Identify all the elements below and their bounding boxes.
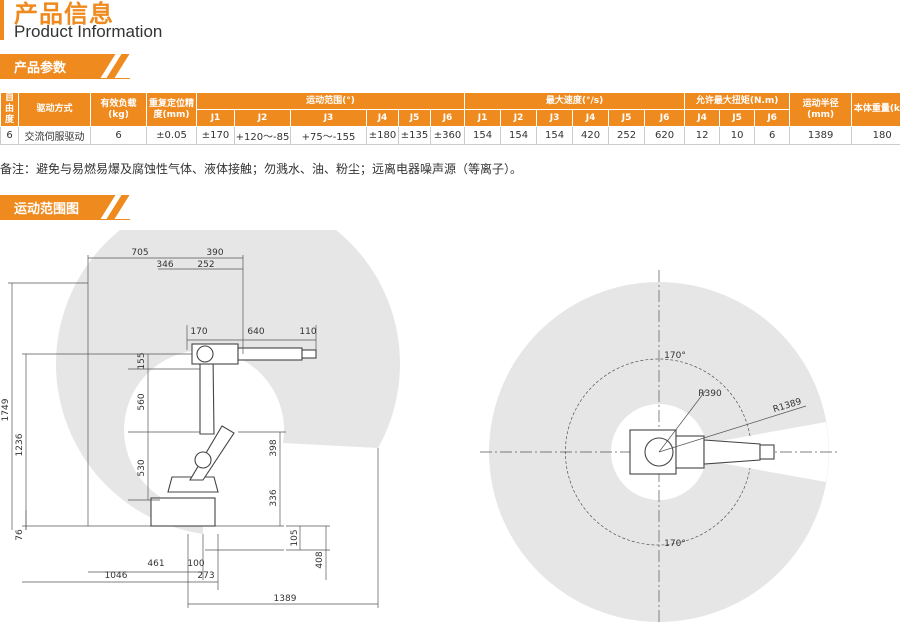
table-row: 6 交流伺服驱动 6 ±0.05 ±170 +120～-85 +75～-155 … (0, 126, 900, 145)
th-weight: 本体重量(kg) (851, 92, 900, 127)
workspace-drawings: 705 390 346 252 170 640 110 1749 1236 76… (1, 230, 840, 622)
dim-100: 100 (187, 559, 204, 569)
dim-346: 346 (156, 260, 173, 270)
cell-speed-j5: 252 (608, 126, 646, 145)
dim-1046: 1046 (105, 571, 128, 581)
page-subtitle: Product Information (14, 22, 163, 41)
side-view: 705 390 346 252 170 640 110 1749 1236 76… (1, 230, 401, 608)
th-max-speed: 最大速度(°/s) (464, 92, 686, 110)
cell-torque-j4: 12 (684, 126, 721, 145)
section-title-range: 运动范围图 (14, 202, 80, 217)
section-tab (0, 195, 110, 219)
dim-705: 705 (131, 248, 148, 258)
title-block: 产品信息 Product Information (0, 0, 430, 46)
section-header-range: 运动范围图 (0, 195, 135, 219)
title-accent-bar (0, 0, 4, 40)
th-speed-j4: J4 (572, 109, 610, 127)
dim-461: 461 (147, 559, 164, 569)
dim-76: 76 (15, 529, 25, 541)
th-drive: 驱动方式 (18, 92, 91, 127)
angle-bottom-label: 170° (664, 539, 686, 549)
th-range-j3: J3 (290, 109, 367, 127)
section-title-params: 产品参数 (14, 61, 67, 76)
cell-speed-j4: 420 (572, 126, 610, 145)
spec-table: 自由度 驱动方式 有效负载(kg) 重复定位精度(mm) 运动范围(°) 最大速… (0, 92, 900, 145)
dim-1236: 1236 (15, 433, 25, 456)
cell-range-j3: +75～-155 (290, 126, 367, 145)
th-torque-j6: J6 (754, 109, 791, 127)
th-torque-j4: J4 (684, 109, 721, 127)
dim-530: 530 (137, 459, 147, 476)
radius-line-390 (658, 389, 707, 453)
cell-reach: 1389 (789, 126, 853, 145)
robot-side-icon (150, 343, 317, 527)
dim-1749: 1749 (1, 398, 11, 421)
dim-398: 398 (269, 439, 279, 456)
th-speed-j2: J2 (500, 109, 538, 127)
dim-560: 560 (137, 393, 147, 410)
dim-155: 155 (137, 352, 147, 369)
th-reach: 运动半径(mm) (789, 92, 853, 127)
dim-336: 336 (269, 489, 279, 506)
dim-390: 390 (206, 248, 223, 258)
cell-range-j2: +120～-85 (234, 126, 291, 145)
section-underline (0, 219, 130, 220)
cell-speed-j6: 620 (644, 126, 686, 145)
th-range-j1: J1 (196, 109, 235, 127)
cell-torque-j5: 10 (719, 126, 756, 145)
th-range-j2: J2 (234, 109, 291, 127)
cell-dof: 6 (0, 126, 19, 145)
cell-repeat: ±0.05 (146, 126, 197, 145)
cell-speed-j2: 154 (500, 126, 538, 145)
th-speed-j1: J1 (464, 109, 502, 127)
th-motion-range: 运动范围(°) (195, 92, 466, 110)
th-speed-j5: J5 (608, 109, 646, 127)
th-repeat: 重复定位精度(mm) (146, 92, 197, 127)
dim-1389: 1389 (274, 594, 297, 604)
top-view: 170° 170° R390 R1389 (480, 270, 840, 622)
radius-line-1389 (658, 405, 807, 453)
dim-110: 110 (299, 327, 316, 337)
side-workspace-area (56, 230, 401, 534)
th-speed-j3: J3 (536, 109, 574, 127)
th-speed-j6: J6 (644, 109, 686, 127)
dim-640: 640 (247, 327, 264, 337)
dim-408: 408 (315, 551, 325, 568)
cell-drive: 交流伺服驱动 (18, 126, 91, 145)
section-header-params: 产品参数 (0, 54, 135, 78)
section-underline (0, 78, 130, 79)
robot-top-icon (629, 429, 775, 475)
th-payload: 有效负载(kg) (90, 92, 147, 127)
dim-170: 170 (190, 327, 207, 337)
radius-390-label: R390 (698, 389, 722, 399)
cell-payload: 6 (90, 126, 147, 145)
cell-range-j5: ±135 (398, 126, 431, 145)
section-tab (0, 54, 110, 78)
top-workspace-area (489, 282, 829, 622)
th-range-j4: J4 (366, 109, 399, 127)
th-torque-j5: J5 (719, 109, 756, 127)
cell-weight: 180 (851, 126, 900, 145)
top-swing-arc (565, 358, 751, 546)
cell-speed-j3: 154 (536, 126, 574, 145)
dim-273: 273 (197, 571, 214, 581)
note-text: 备注：避免与易燃易爆及腐蚀性气体、液体接触；勿溅水、油、粉尘；远离电器噪声源（等… (0, 162, 523, 176)
th-range-j5: J5 (398, 109, 431, 127)
th-range-j6: J6 (429, 109, 466, 127)
cell-range-j1: ±170 (196, 126, 235, 145)
cell-range-j6: ±360 (429, 126, 466, 145)
angle-top-label: 170° (664, 351, 686, 361)
th-torque: 允许最大扭矩(N.m) (684, 92, 791, 110)
th-dof: 自由度 (0, 92, 19, 127)
dim-252: 252 (197, 260, 214, 270)
dim-105: 105 (290, 529, 300, 546)
cell-torque-j6: 6 (754, 126, 791, 145)
cell-speed-j1: 154 (464, 126, 502, 145)
cell-range-j4: ±180 (366, 126, 399, 145)
page-title: 产品信息 (14, 0, 114, 28)
